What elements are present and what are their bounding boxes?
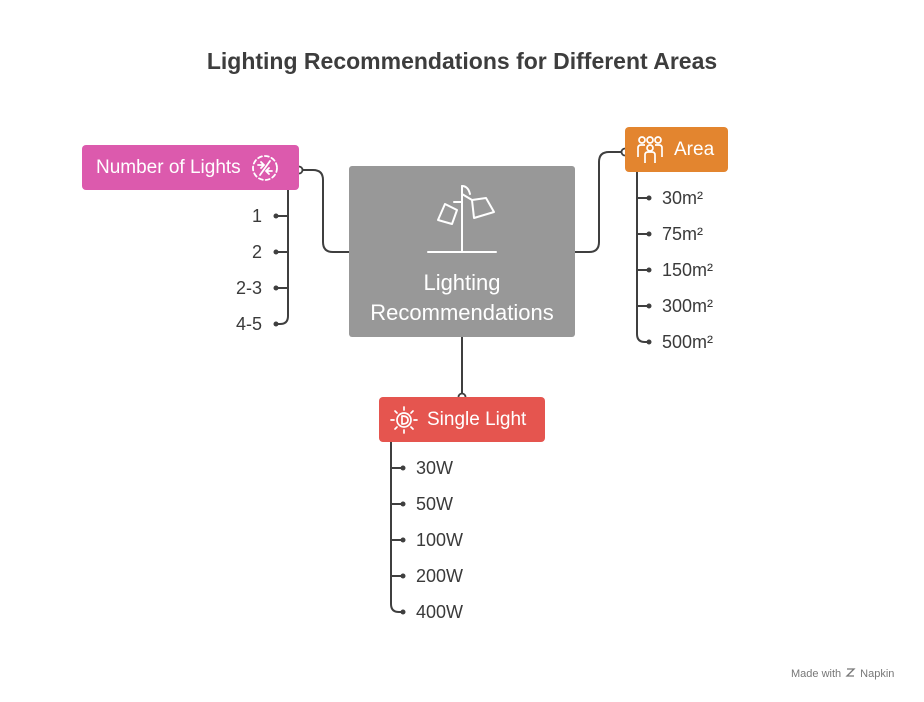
lights-item: 2 (251, 242, 262, 262)
single-light-item: 50W (416, 494, 454, 514)
connector-center-lights (298, 169, 350, 253)
area-item: 75m² (662, 224, 704, 244)
single-light-item: 400W (416, 602, 464, 622)
central-topic-label: Lighting Recommendations (349, 268, 575, 328)
area-item: 30m² (662, 188, 704, 208)
made-with-napkin-badge: Made with Napkin (791, 667, 894, 681)
central-topic: Lighting Recommendations (349, 166, 575, 337)
area-item: 150m² (662, 260, 714, 280)
branch-area: Area (625, 127, 728, 172)
single-rail (390, 441, 404, 613)
sun-bulb-icon (389, 405, 419, 435)
connector-center-area (574, 151, 626, 253)
branch-single-light-label: Single Light (427, 408, 527, 430)
branch-area-label: Area (674, 138, 715, 160)
single-light-item: 200W (416, 566, 464, 586)
lights-item: 1 (251, 206, 262, 226)
single-light-item: 30W (416, 458, 454, 478)
people-group-icon (636, 135, 664, 165)
floor-lamp-icon (424, 180, 500, 261)
area-item: 500m² (662, 332, 714, 352)
napkin-logo-icon (845, 667, 856, 681)
single-light-item: 100W (416, 530, 464, 550)
footer-prefix: Made with (791, 668, 842, 680)
footer-brand: Napkin (860, 668, 895, 680)
lights-rail (275, 189, 289, 325)
branch-number-of-lights-label: Number of Lights (96, 156, 241, 178)
repeat-divide-icon (250, 153, 280, 183)
lights-item: 2-3 (235, 278, 262, 298)
branch-number-of-lights: Number of Lights (82, 145, 299, 190)
central-topic-line2: Recommendations (370, 300, 554, 325)
area-item: 300m² (662, 296, 714, 316)
central-topic-line1: Lighting (423, 270, 501, 295)
area-rail (636, 171, 650, 343)
branch-single-light: Single Light (379, 397, 545, 442)
lights-item: 4-5 (235, 314, 262, 334)
page-title: Lighting Recommendations for Different A… (206, 48, 718, 74)
